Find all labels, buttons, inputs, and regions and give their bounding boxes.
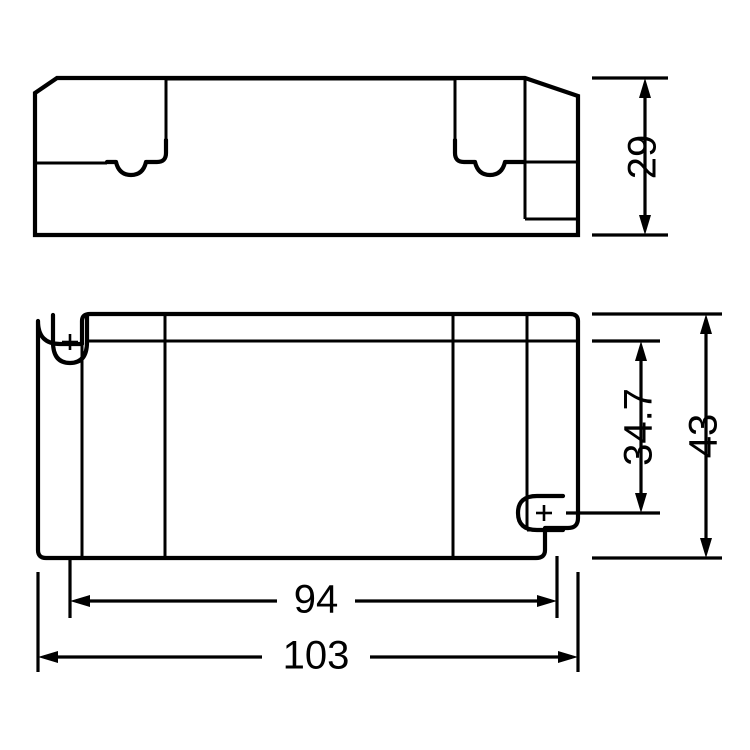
dimension-29-arrow-bottom — [639, 215, 651, 235]
dimension-29: 29 — [592, 76, 668, 237]
dimension-103-arrow-right — [558, 651, 578, 663]
dimension-103: 103 — [36, 572, 580, 678]
side-view-foot-tab-left — [104, 137, 169, 178]
side-view-body-outline — [32, 75, 581, 238]
mounting-slot-top-left — [50, 312, 90, 366]
plan-view — [35, 311, 581, 561]
dimension-29-arrow-top — [639, 78, 651, 98]
side-view-foot-tab-right — [452, 137, 528, 178]
dimension-34-7-label: 34.7 — [617, 388, 661, 466]
dimension-34-7-arrow-bottom — [635, 493, 647, 513]
dimension-43-arrow-bottom — [700, 538, 712, 558]
dimension-34-7-arrow-top — [635, 341, 647, 361]
dimension-43-label: 43 — [682, 414, 726, 459]
dimension-94-arrow-right — [537, 595, 557, 607]
mounting-slot-top-left-center-mark — [62, 334, 78, 350]
side-elevation-view — [32, 75, 581, 238]
mounting-slot-bottom-right-center-mark — [536, 505, 552, 521]
dimension-103-arrow-left — [38, 651, 58, 663]
plan-view-body-outline — [35, 311, 581, 561]
dimension-43-arrow-top — [700, 314, 712, 334]
dimension-94: 94 — [68, 556, 559, 622]
dimension-29-label: 29 — [621, 135, 665, 180]
dimension-103-label: 103 — [283, 634, 350, 678]
dimension-94-label: 94 — [294, 578, 339, 622]
dimension-43: 43 — [592, 312, 726, 560]
dimension-34-7: 34.7 — [566, 339, 661, 515]
dimension-94-arrow-left — [70, 595, 90, 607]
